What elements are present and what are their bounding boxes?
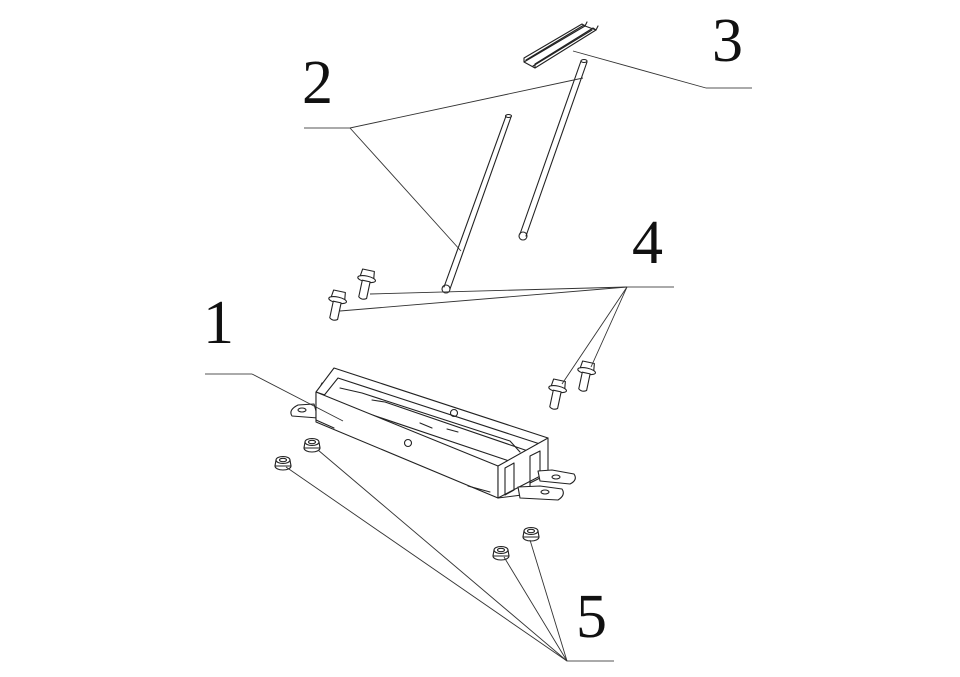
callout-label-4: 4 [632, 209, 663, 277]
part-1-bracket-tray [290, 367, 576, 501]
part-4-bolts [328, 268, 596, 410]
leader-line-1 [205, 373, 344, 422]
callout-label-5: 5 [576, 583, 607, 651]
part-3-channel-clip [523, 21, 599, 69]
part-2-rods [441, 58, 588, 294]
callout-label-1: 1 [203, 289, 234, 357]
callout-label-3: 3 [712, 7, 743, 75]
leader-line-5 [285, 449, 614, 662]
leader-line-4 [339, 286, 674, 385]
leader-line-3 [572, 50, 752, 89]
part-5-nuts [274, 437, 540, 561]
leader-line-2 [304, 77, 584, 252]
callout-label-2: 2 [302, 49, 333, 117]
